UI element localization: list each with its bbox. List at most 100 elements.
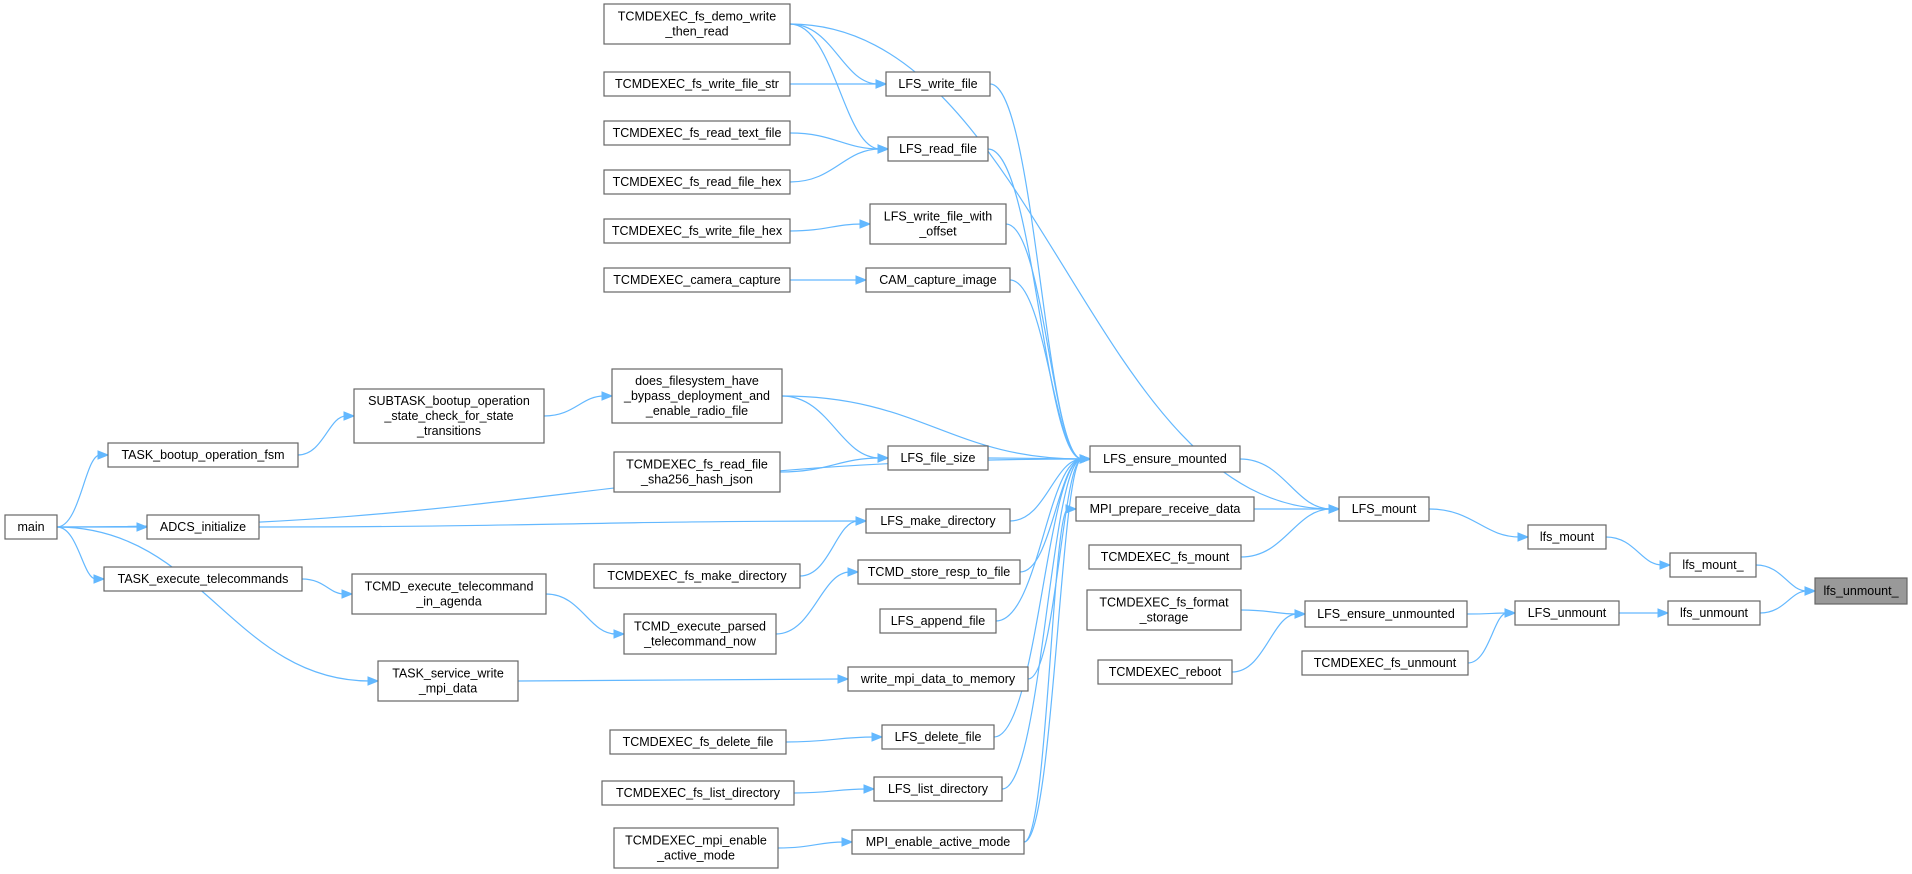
node-box <box>613 827 779 869</box>
node-tcmdexec-fs-read-file-hex[interactable]: TCMDEXEC_fs_read_file_hex <box>603 169 791 195</box>
node-lfs-append-file[interactable]: LFS_append_file <box>879 608 997 634</box>
node-tcmdexec-reboot[interactable]: TCMDEXEC_reboot <box>1097 659 1233 685</box>
node-lfs-mount-[interactable]: lfs_mount_ <box>1669 552 1757 578</box>
node-label: LFS_unmount <box>1528 606 1607 620</box>
node-tcmd-execute-telecommand-in-agenda[interactable]: TCMD_execute_telecommand_in_agenda <box>351 573 547 615</box>
node-tcmdexec-fs-make-directory[interactable]: TCMDEXEC_fs_make_directory <box>593 563 801 589</box>
node-box <box>601 780 795 806</box>
node-tcmdexec-camera-capture[interactable]: TCMDEXEC_camera_capture <box>603 267 791 293</box>
node-box <box>1514 600 1620 626</box>
node-lfs-write-file[interactable]: LFS_write_file <box>885 71 991 97</box>
edge-main-to-TASK_bootup_operation_fsm <box>56 450 110 528</box>
edge-arrowhead <box>871 732 884 742</box>
node-task-bootup-operation-fsm[interactable]: TASK_bootup_operation_fsm <box>107 442 299 468</box>
edge-line <box>301 578 345 595</box>
node-lfs-list-directory[interactable]: LFS_list_directory <box>873 776 1003 802</box>
edge-line <box>789 23 881 150</box>
node-label: lfs_unmount <box>1680 606 1749 620</box>
node-box <box>611 368 783 424</box>
node-lfs-mount[interactable]: lfs_mount <box>1527 524 1607 550</box>
node-lfs-mount[interactable]: LFS_mount <box>1338 496 1430 522</box>
node-tcmdexec-fs-unmount[interactable]: TCMDEXEC_fs_unmount <box>1301 650 1469 676</box>
node-lfs-read-file[interactable]: LFS_read_file <box>887 136 989 162</box>
node-tcmdexec-fs-mount[interactable]: TCMDEXEC_fs_mount <box>1088 544 1242 570</box>
edge-line <box>1240 508 1332 558</box>
node-lfs-file-size[interactable]: LFS_file_size <box>887 445 989 471</box>
node-label: LFS_file_size <box>900 451 975 465</box>
edge-SUBTASK_bootup-to-does_filesystem_have <box>543 391 614 417</box>
edge-MPI_enable_active_mode-to-MPI_prepare_receive_data <box>1023 504 1078 843</box>
node-write-mpi-data-to-memory[interactable]: write_mpi_data_to_memory <box>847 666 1029 692</box>
node-label: TCMDEXEC_camera_capture <box>613 273 780 287</box>
node-box <box>865 508 1011 534</box>
node-tcmdexec-fs-list-directory[interactable]: TCMDEXEC_fs_list_directory <box>601 780 795 806</box>
node-cam-capture-image[interactable]: CAM_capture_image <box>865 267 1011 293</box>
node-tcmdexec-fs-write-file-hex[interactable]: TCMDEXEC_fs_write_file_hex <box>603 218 791 244</box>
node-task-execute-telecommands[interactable]: TASK_execute_telecommands <box>103 566 303 592</box>
edge-arrowhead <box>93 574 106 584</box>
node-label: TCMDEXEC_fs_read_file <box>626 458 768 472</box>
node-label: CAM_capture_image <box>879 273 996 287</box>
node-tcmdexec-fs-read-file-sha256[interactable]: TCMDEXEC_fs_read_file_sha256_hash_json <box>613 451 781 493</box>
edge-LFS_unmount-to-lfs_unmount <box>1619 608 1670 618</box>
edge-line <box>793 788 867 794</box>
node-tcmdexec-fs-write-file-str[interactable]: TCMDEXEC_fs_write_file_str <box>603 71 791 97</box>
node-label: TCMDEXEC_reboot <box>1109 665 1222 679</box>
edge-TCMD_execute_telecommand_in_agenda-to-TCMD_execute_parsed <box>545 593 626 639</box>
node-label: LFS_mount <box>1352 502 1417 516</box>
node-tcmdexec-fs-format-storage[interactable]: TCMDEXEC_fs_format_storage <box>1086 589 1242 631</box>
edge-line <box>543 395 605 417</box>
node-task-service-write-mpi-data[interactable]: TASK_service_write_mpi_data <box>377 660 519 702</box>
edge-arrowhead <box>875 79 888 89</box>
edge-ADCS_initialize-to-LFS_make_directory <box>258 516 868 528</box>
edge-line <box>1027 458 1083 680</box>
node-adcs-initialize[interactable]: ADCS_initialize <box>146 514 260 540</box>
node-label: TCMDEXEC_fs_mount <box>1101 550 1230 564</box>
node-lfs-write-file-with-offset[interactable]: LFS_write_file_with_offset <box>869 203 1007 245</box>
edge-arrowhead <box>343 411 356 421</box>
edge-lfs_unmount-to-lfs_unmount_ <box>1759 586 1817 614</box>
edge-arrowhead <box>341 589 354 599</box>
node-does-filesystem-have[interactable]: does_filesystem_have_bypass_deployment_a… <box>611 368 783 424</box>
node-lfs-unmount[interactable]: lfs_unmount <box>1667 600 1761 626</box>
edge-line <box>789 23 879 85</box>
node-tcmdexec-fs-delete-file[interactable]: TCMDEXEC_fs_delete_file <box>609 729 787 755</box>
edge-TASK_bootup_operation_fsm-to-SUBTASK_bootup <box>297 411 356 456</box>
edge-line <box>1239 458 1332 510</box>
node-label: LFS_write_file <box>898 77 977 91</box>
node-tcmd-execute-parsed[interactable]: TCMD_execute_parsed_telecommand_now <box>623 613 777 655</box>
node-box <box>353 388 545 444</box>
edge-arrowhead <box>136 522 149 532</box>
node-label: TCMDEXEC_fs_unmount <box>1314 656 1457 670</box>
node-lfs-unmount-[interactable]: lfs_unmount_ <box>1814 577 1908 605</box>
node-lfs-make-directory[interactable]: LFS_make_directory <box>865 508 1011 534</box>
edge-line <box>1023 508 1069 843</box>
edge-line <box>995 458 1083 622</box>
edge-TCMDEXEC_reboot-to-LFS_ensure_unmounted <box>1231 609 1307 673</box>
node-label: MPI_enable_active_mode <box>866 835 1011 849</box>
node-tcmdexec-fs-read-text-file[interactable]: TCMDEXEC_fs_read_text_file <box>603 120 791 146</box>
node-mpi-enable-active-mode[interactable]: MPI_enable_active_mode <box>851 829 1025 855</box>
edge-lfs_mount-to-lfs_mount_ <box>1605 536 1672 570</box>
edge-arrowhead <box>97 450 110 460</box>
node-tcmdexec-fs-demo-write-then-read[interactable]: TCMDEXEC_fs_demo_write_then_read <box>603 3 791 45</box>
node-tcmd-store-resp-to-file[interactable]: TCMD_store_resp_to_file <box>857 559 1021 585</box>
node-lfs-ensure-unmounted[interactable]: LFS_ensure_unmounted <box>1304 600 1468 628</box>
edge-arrowhead <box>1517 532 1530 542</box>
node-box <box>107 442 299 468</box>
node-lfs-ensure-mounted[interactable]: LFS_ensure_mounted <box>1089 445 1241 473</box>
node-box <box>887 136 989 162</box>
edge-line <box>297 415 347 456</box>
node-subtask-bootup[interactable]: SUBTASK_bootup_operation_state_check_for… <box>353 388 545 444</box>
edge-line <box>781 395 1083 460</box>
node-lfs-delete-file[interactable]: LFS_delete_file <box>881 724 995 750</box>
node-lfs-unmount[interactable]: LFS_unmount <box>1514 600 1620 626</box>
node-box <box>377 660 519 702</box>
node-main[interactable]: main <box>4 514 58 540</box>
node-label: TCMDEXEC_fs_list_directory <box>616 786 781 800</box>
edge-arrowhead <box>859 219 872 229</box>
edge-arrowhead <box>1659 560 1672 570</box>
node-tcmdexec-mpi-enable-active-mode[interactable]: TCMDEXEC_mpi_enable_active_mode <box>613 827 779 869</box>
node-mpi-prepare-receive-data[interactable]: MPI_prepare_receive_data <box>1075 496 1255 522</box>
edge-arrowhead <box>1504 608 1517 618</box>
